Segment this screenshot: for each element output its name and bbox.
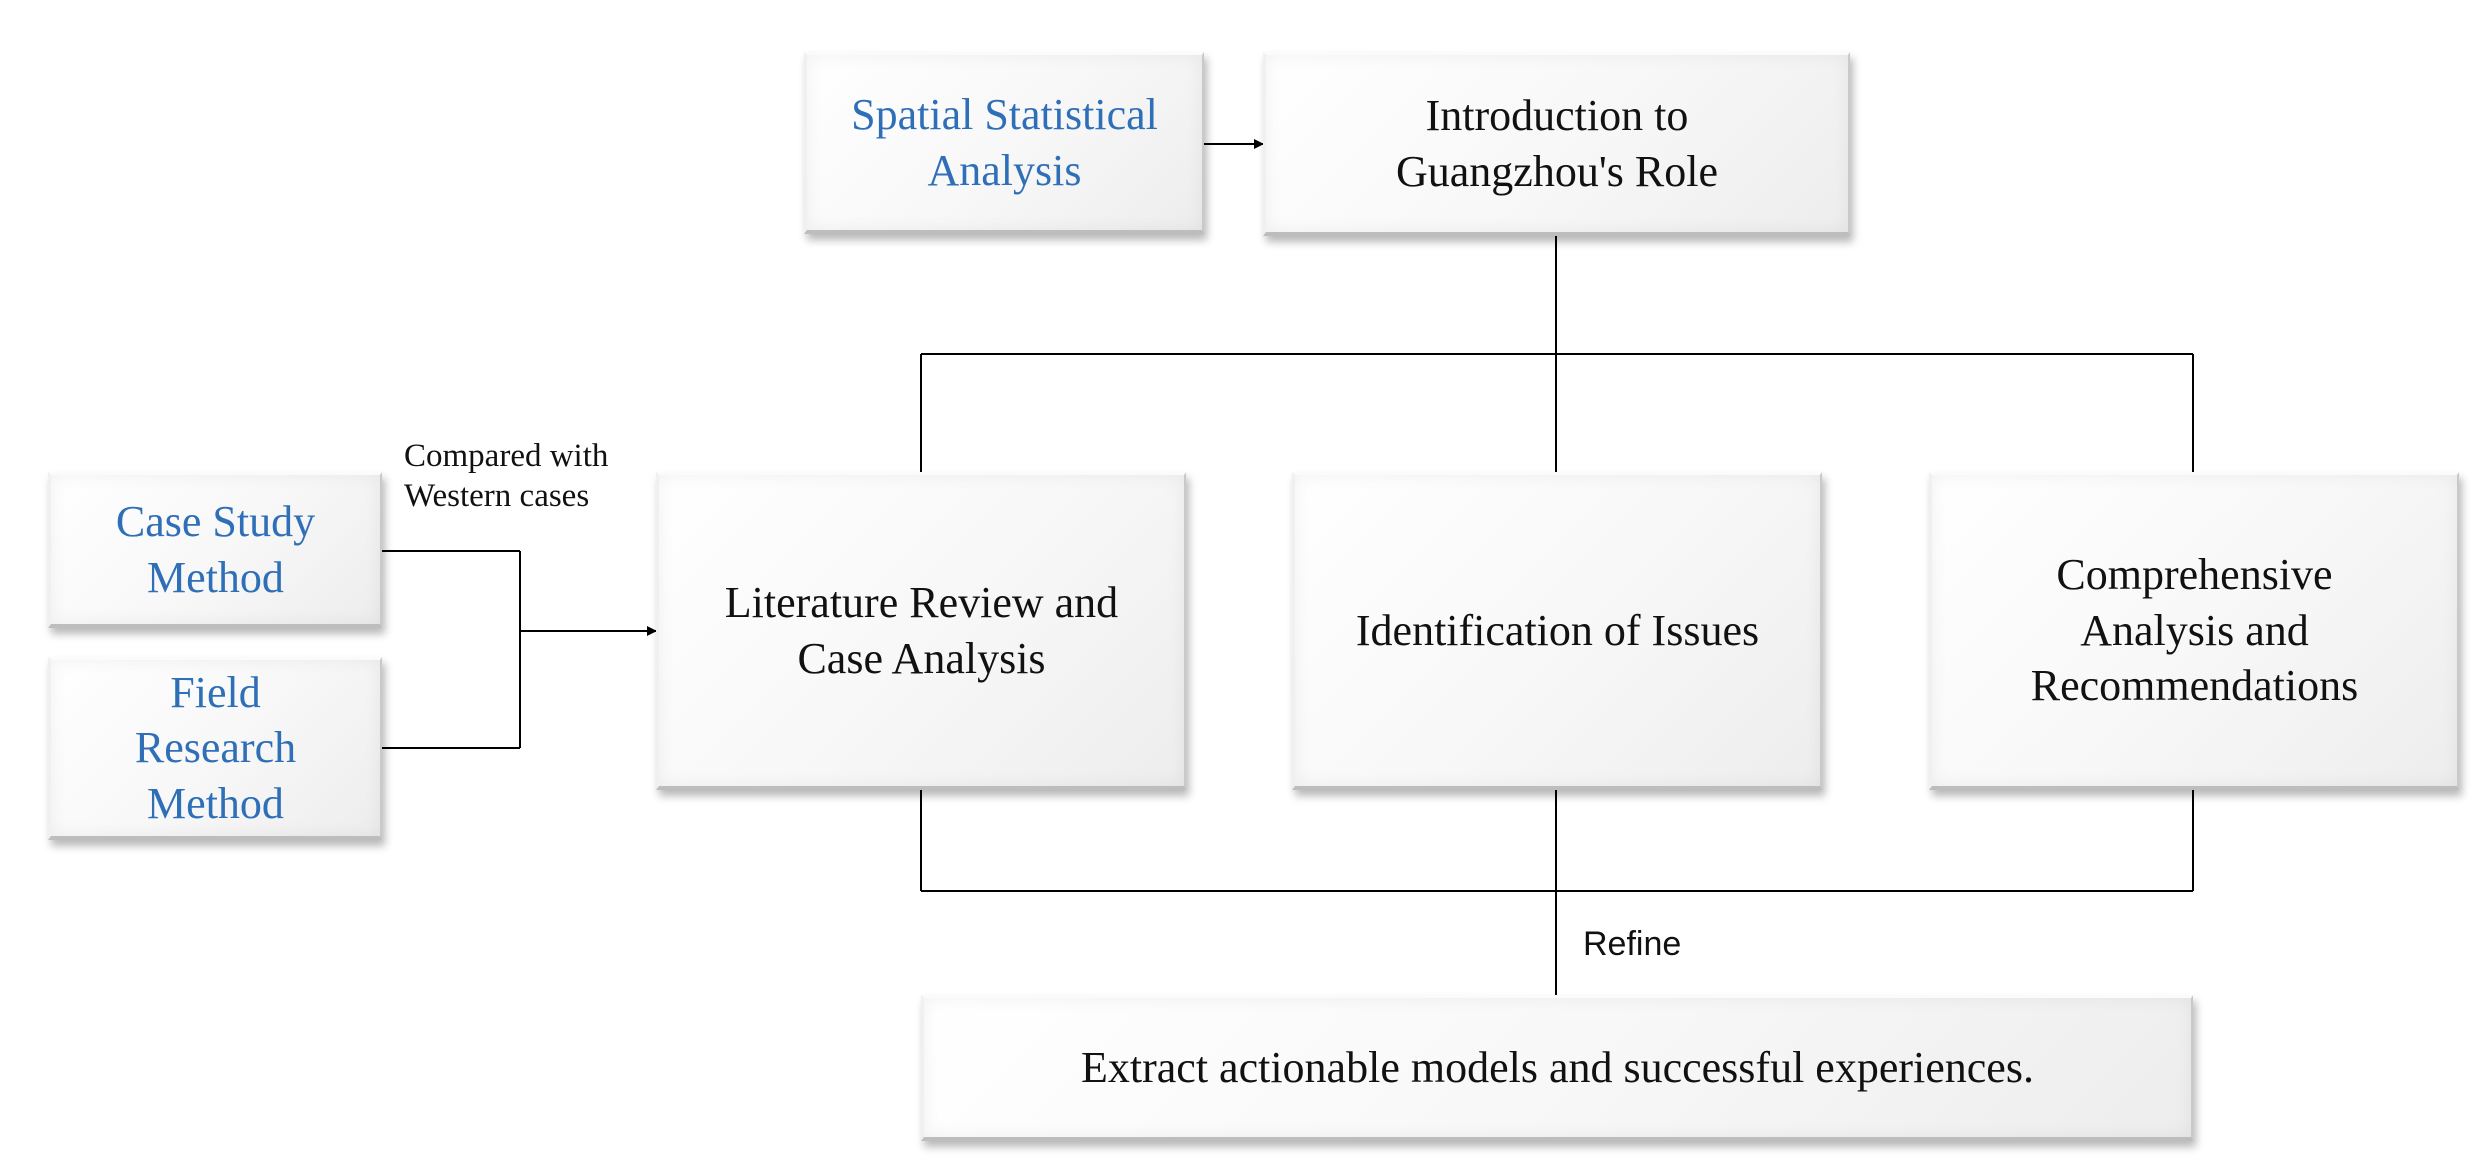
recommendations-box: Comprehensive Analysis and Recommendatio… <box>1929 472 2459 790</box>
refine-label: Refine <box>1583 925 1682 963</box>
identification-of-issues-box: Identification of Issues <box>1292 472 1822 790</box>
spatial-statistical-analysis-box: Spatial Statistical Analysis <box>804 52 1204 234</box>
compared-with-western-cases-label: Compared with Western cases <box>404 438 609 515</box>
case-study-method-box: Case Study Method <box>48 472 382 628</box>
outcome-box: Extract actionable models and successful… <box>921 995 2193 1141</box>
introduction-box: Introduction to Guangzhou's Role <box>1263 52 1850 236</box>
literature-review-box: Literature Review and Case Analysis <box>656 472 1186 790</box>
field-research-method-box: Field Research Method <box>48 657 382 840</box>
